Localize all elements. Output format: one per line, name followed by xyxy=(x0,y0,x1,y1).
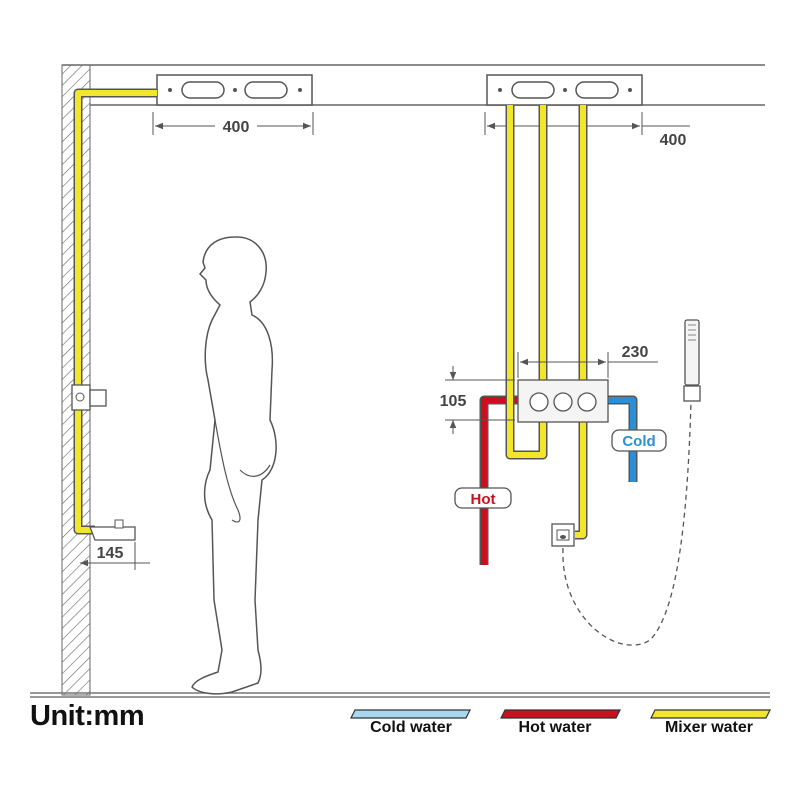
legend-label-mixer: Mixer water xyxy=(664,719,754,736)
dimension-label: 145 xyxy=(97,545,124,562)
legend-swatch-mixer xyxy=(650,709,771,719)
dimension-230: 230 xyxy=(517,344,658,378)
hot-label: Hot xyxy=(454,487,512,509)
dimension-label: 400 xyxy=(223,119,250,136)
hand-shower xyxy=(683,319,701,402)
dimension-label: 400 xyxy=(660,132,687,149)
dimension-left-400: 400 xyxy=(152,112,314,136)
hose-outlet xyxy=(551,523,575,547)
valve-knob-2 xyxy=(553,392,573,412)
tub-spout xyxy=(89,519,136,541)
dimension-105: 105 xyxy=(440,366,515,434)
hot-water-pipe xyxy=(479,395,520,565)
thermostatic-valve xyxy=(517,379,609,423)
svg-text:Cold: Cold xyxy=(622,433,655,450)
cold-water-pipe xyxy=(606,395,638,482)
unit-label: Unit:mm xyxy=(30,700,145,732)
mixer-water-pipes xyxy=(505,105,588,540)
legend-swatch-cold xyxy=(350,709,471,719)
legend-swatch-hot xyxy=(500,709,621,719)
person-silhouette xyxy=(191,236,277,695)
floor xyxy=(30,692,770,698)
legend-swatches xyxy=(350,709,771,719)
cold-label: Cold xyxy=(611,429,667,452)
valve-knob-1 xyxy=(529,392,549,412)
left-wall-valve xyxy=(71,384,107,411)
valve-knob-3 xyxy=(577,392,597,412)
shower-hose xyxy=(562,401,692,646)
svg-text:Hot: Hot xyxy=(471,491,496,508)
dimension-label: 105 xyxy=(440,393,467,410)
right-ceiling-shower-box xyxy=(486,74,643,106)
left-ceiling-shower-box xyxy=(156,74,313,106)
dimension-145: 145 xyxy=(80,542,150,570)
legend-label-hot: Hot water xyxy=(518,719,592,736)
legend-label-cold: Cold water xyxy=(370,719,452,736)
dimension-label: 230 xyxy=(622,344,649,361)
